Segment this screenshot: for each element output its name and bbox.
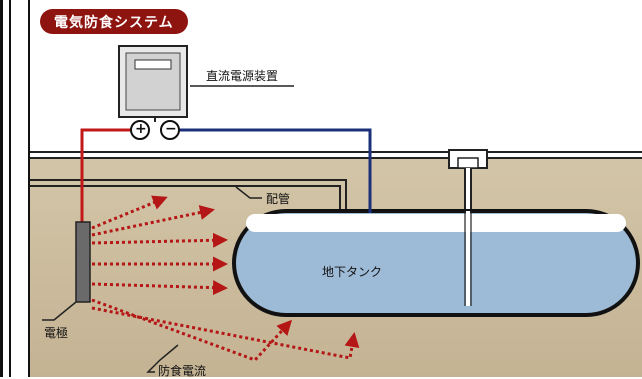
current-leader xyxy=(146,344,179,373)
pipe xyxy=(30,179,347,215)
tank-label: 地下タンク xyxy=(322,265,383,279)
negative-wire xyxy=(178,128,372,213)
plus-terminal-label: + xyxy=(135,121,147,137)
power-supply-display xyxy=(134,59,172,70)
tank-top-highlight xyxy=(246,214,626,232)
plus-terminal xyxy=(130,120,150,140)
tank-manhole-inner xyxy=(457,157,479,169)
page-title: 電気防食システム xyxy=(40,9,188,34)
pipe-leader xyxy=(235,186,262,199)
electrode-label: 電極 xyxy=(44,326,69,340)
pipe-label: 配管 xyxy=(266,192,291,206)
minus-terminal xyxy=(160,120,180,140)
current-label: 防食電流 xyxy=(158,364,207,378)
current-arrow-7 xyxy=(91,306,360,360)
current-arrow-1 xyxy=(91,195,168,230)
minus-terminal-label: − xyxy=(165,121,177,137)
electrode-leader xyxy=(42,301,77,321)
current-arrow-5 xyxy=(91,280,228,296)
protective-current-arrows xyxy=(91,195,360,362)
power-supply-label: 直流電源装置 xyxy=(206,69,279,83)
current-arrow-3 xyxy=(91,232,228,248)
left-frame-border xyxy=(0,0,30,377)
current-arrow-2 xyxy=(91,205,215,237)
electrode xyxy=(75,221,91,303)
positive-wire xyxy=(80,128,140,222)
tank xyxy=(232,209,640,317)
